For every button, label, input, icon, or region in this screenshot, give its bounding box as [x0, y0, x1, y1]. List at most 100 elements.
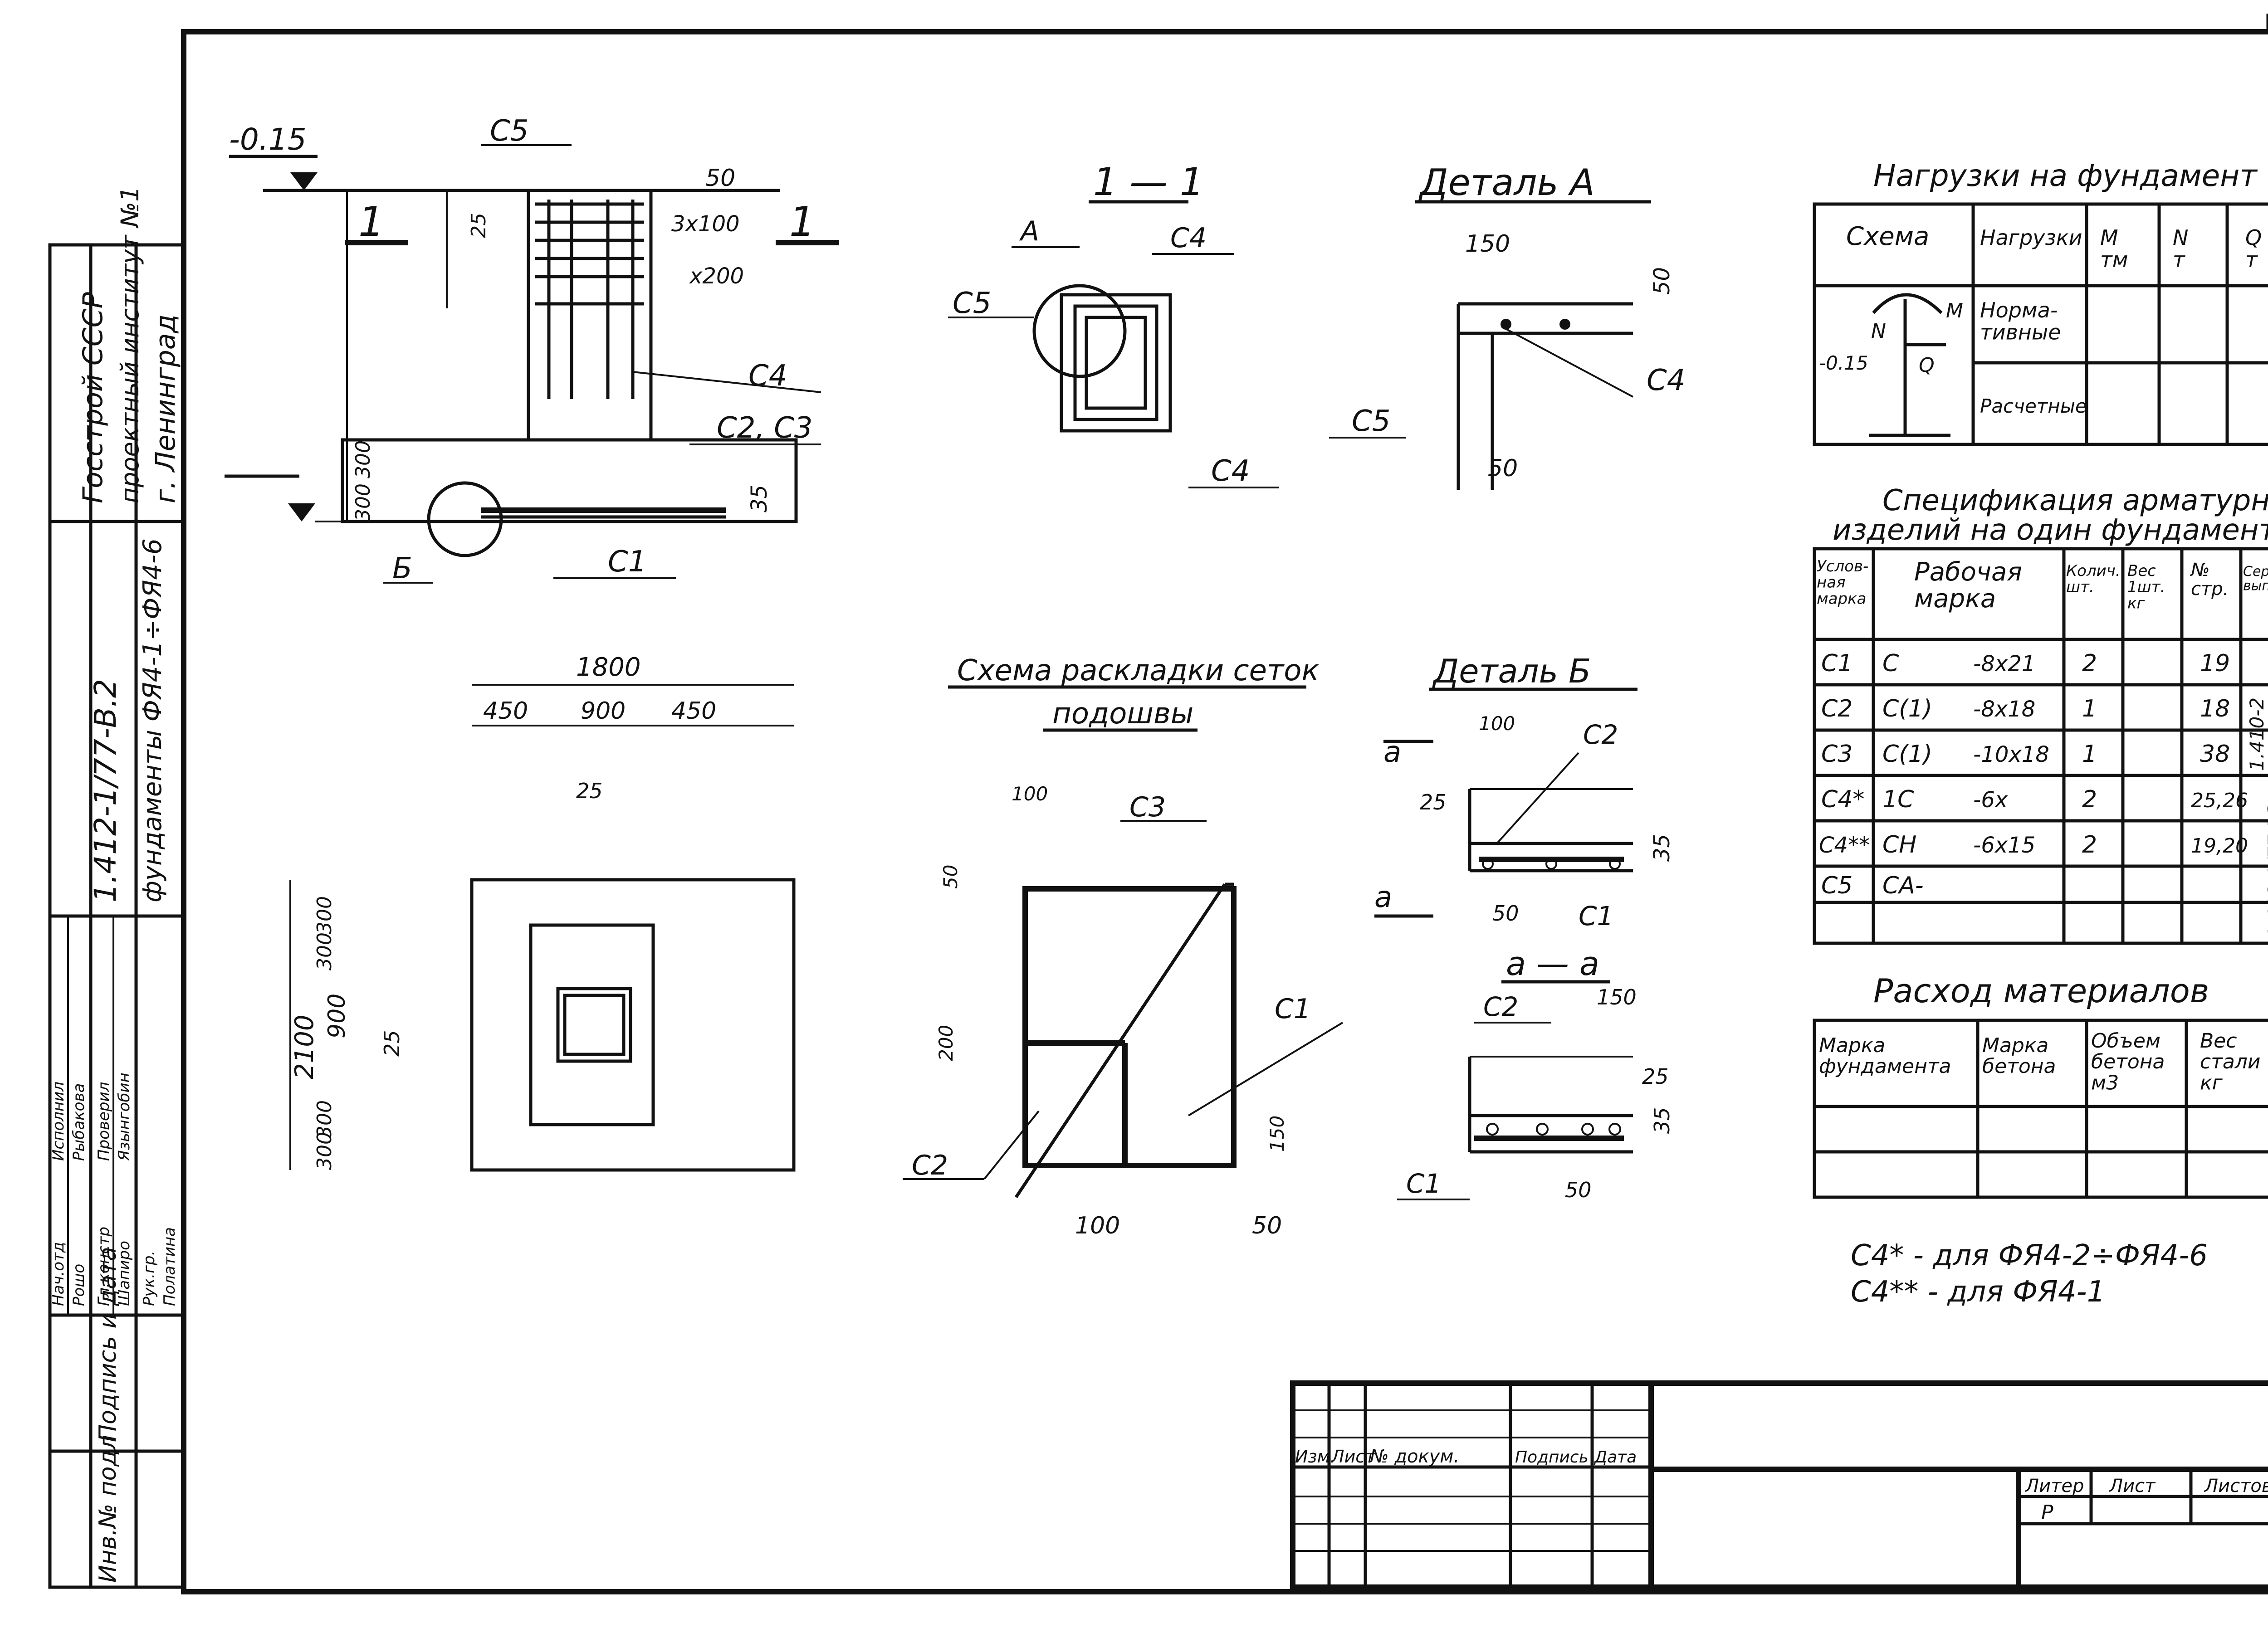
stamp-side-sign: Подпись и дата — [94, 1247, 122, 1442]
spec-header-qty: Колич.шт. — [2066, 562, 2121, 596]
section-a-a-title: a — a — [1506, 945, 1599, 983]
spec-cell: -6x — [1973, 787, 2008, 813]
loads-scheme-q: Q — [1919, 354, 1935, 377]
mesh-dim-150: 150 — [1266, 1116, 1288, 1152]
section-1-1-label-c5: C5 — [953, 287, 991, 320]
loads-scheme-m: M — [1946, 299, 1963, 322]
spec-cell: 19,20 — [2191, 834, 2248, 858]
loads-header-loads: Нагрузки — [1980, 225, 2082, 250]
spec-row-6: C5 CA- — [1821, 872, 1924, 899]
mesh-layout: Схема раскладки сеток подошвы C3 C1 C2 1… — [903, 654, 1344, 1239]
stamp-role-1: Нач.отд — [49, 1242, 68, 1306]
spec-cell: C3 — [1821, 741, 1853, 768]
spec-cell: 1 — [2082, 695, 2097, 722]
detail-a-label-c4: C4 — [1647, 364, 1685, 397]
dim-3x100: 3x100 — [671, 211, 740, 237]
spec-cell: C1 — [1821, 650, 1853, 677]
section-1-1-label-c4-top: C4 — [1170, 222, 1207, 254]
spec-cell: 18 — [2200, 695, 2230, 722]
stamp-org-2: проектный институт №1 — [116, 186, 144, 503]
dim-35: 35 — [747, 485, 772, 512]
note-2: C4** - для ФЯ4-1 — [1851, 1275, 2105, 1309]
detail-b-label-c1: C1 — [1579, 901, 1613, 931]
spec-cell: 1C — [1882, 786, 1914, 813]
tb-sheet: Лист — [2108, 1476, 2156, 1496]
spec-cell: 1 — [2082, 741, 2097, 768]
loads-row-normative: Норма-тивные — [1980, 298, 2061, 344]
section-a-a-label-c2: C2 — [1483, 991, 1518, 1022]
stamp-series: 1.412-1/77-В.2 — [88, 679, 123, 902]
plan-dim-300-a: 300 — [313, 896, 336, 934]
loads-scheme-n: N — [1871, 320, 1886, 343]
mesh-layout-title: Схема раскладки сеток — [957, 654, 1319, 687]
section-a-a-dim-25: 25 — [1642, 1064, 1669, 1089]
tb-litera: Литер — [2024, 1476, 2084, 1496]
stamp-role-2: Гл.констр — [95, 1227, 113, 1306]
section-a-a: a — a C2 C1 150 25 35 50 — [1397, 945, 1674, 1202]
label-c1: C1 — [608, 545, 646, 579]
plan-dim-1800: 1800 — [576, 653, 641, 682]
tb-header-izm: Изм. — [1295, 1447, 1335, 1467]
spec-row-5: C4** CH -6x15 2 19,20 — [1819, 831, 2248, 858]
tb-header-date: Дата — [1593, 1448, 1637, 1467]
mesh-label-c2: C2 — [912, 1150, 948, 1181]
spec-cell: CA- — [1882, 872, 1924, 899]
callout-b: Б — [392, 552, 412, 585]
plan-dim-450-right: 450 — [671, 697, 716, 725]
loads-header-scheme: Схема — [1846, 222, 1929, 251]
tb-header-list: Лист — [1330, 1447, 1376, 1467]
detail-a: Деталь А 150 50 50 C5 C4 — [1329, 161, 1685, 490]
spec-cell: C(1) — [1882, 741, 1932, 768]
spec-cell: -8x21 — [1973, 651, 2035, 677]
plan-dim-300-d: 300 — [313, 1132, 336, 1170]
dim-300-a: 300 — [352, 483, 375, 522]
spec-row-2: C2 C(1) -8x18 1 18 — [1821, 695, 2230, 722]
detail-a-dim-50-right: 50 — [1649, 267, 1675, 295]
spec-cell: C(1) — [1882, 695, 1932, 722]
plan-dim-450-left: 450 — [483, 697, 528, 725]
stamp-name-3: Полатина — [161, 1227, 179, 1306]
mesh-label-c1: C1 — [1275, 993, 1311, 1025]
spec-cell: 2 — [2082, 831, 2097, 858]
stamp-side-inv: Инв.№ подл — [94, 1435, 122, 1583]
title-block: Изм. Лист № докум. Подпись Дата Литер Ли… — [1290, 1380, 2268, 1590]
loads-scheme-level: -0.15 — [1819, 352, 1868, 374]
detail-b-cut-a-bottom: a — [1374, 881, 1392, 914]
section-a-a-dim-35: 35 — [1650, 1107, 1674, 1134]
tb-litera-value: Р — [2041, 1501, 2053, 1524]
spec-title-1: Спецификация арматурных — [1882, 484, 2268, 517]
spec-header-series: Серия,выпуск — [2243, 564, 2268, 594]
stamp-name-2: Шапиро — [115, 1241, 133, 1306]
cut-mark-left: 1 — [358, 198, 384, 246]
stamp-org-1: Госстрой СССР — [77, 292, 109, 503]
stamp-name-5: Язынгобин — [115, 1072, 133, 1161]
label-c2-c3: C2, C3 — [717, 411, 813, 445]
detail-b-dim-100: 100 — [1479, 712, 1515, 735]
label-c5: C5 — [490, 114, 528, 148]
mesh-layout-subtitle: подошвы — [1052, 697, 1193, 731]
detail-a-label-c5: C5 — [1352, 405, 1390, 438]
foundation-plan: 1800 450 900 450 25 25 2100 300 300 900 … — [289, 653, 796, 1172]
loads-row-design: Расчетные — [1980, 395, 2087, 417]
section-1-1-label-c4-bottom: C4 — [1211, 454, 1250, 488]
left-stamp: Госстрой СССР проектный институт №1 г. Л… — [48, 186, 186, 1589]
spec-cell: -8x18 — [1973, 697, 2035, 722]
spec-cell: 2 — [2082, 650, 2097, 677]
spec-cell: 19 — [2200, 650, 2230, 677]
stamp-role-5: Проверил — [95, 1082, 113, 1161]
stamp-role-4: Исполнил — [49, 1082, 68, 1161]
spec-cell: 25,26 — [2191, 789, 2248, 812]
spec-cell: C2 — [1821, 695, 1853, 722]
level-mark: -0.15 — [229, 122, 307, 157]
detail-a-dim-150: 150 — [1465, 230, 1510, 258]
section-1-1-title: 1 — 1 — [1093, 160, 1204, 204]
stamp-name-1: Рошо — [70, 1264, 88, 1306]
